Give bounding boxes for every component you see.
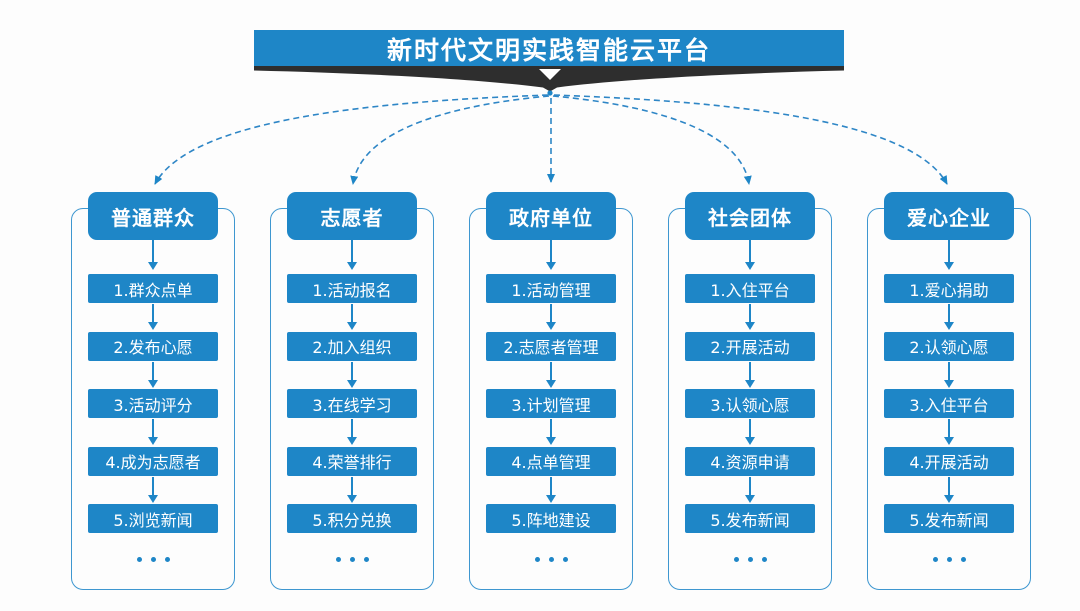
step-box: 3.在线学习 [287, 389, 417, 418]
step-box: 1.活动管理 [486, 274, 616, 303]
down-arrow-icon [745, 361, 755, 388]
down-arrow-icon [745, 304, 755, 330]
step-box: 4.点单管理 [486, 446, 616, 476]
down-arrow-icon [546, 240, 556, 270]
down-arrow-icon [347, 476, 357, 503]
down-arrow-icon [148, 419, 158, 445]
down-arrow-icon [745, 419, 755, 445]
column-government-units: 政府单位 1.活动管理 2.志愿者管理 3.计划管理 4.点单管理 5.阵地建设 [469, 188, 633, 598]
down-arrow-icon [546, 304, 556, 330]
connector-to-column-4 [552, 95, 752, 185]
down-arrow-icon [745, 240, 755, 270]
down-arrow-icon [347, 304, 357, 330]
step-box: 1.入住平台 [685, 274, 815, 303]
down-arrow-icon [944, 304, 954, 330]
ellipsis-icon [668, 557, 832, 562]
column-header: 志愿者 [287, 192, 417, 240]
step-box: 5.阵地建设 [486, 504, 616, 533]
step-box: 1.群众点单 [88, 274, 218, 303]
step-box: 3.活动评分 [88, 389, 218, 418]
banner-tail-shape [254, 66, 844, 92]
step-box: 3.认领心愿 [685, 389, 815, 418]
column-ordinary-people: 普通群众 1.群众点单 2.发布心愿 3.活动评分 4.成为志愿者 5.浏览新闻 [71, 188, 235, 598]
down-arrow-icon [148, 304, 158, 330]
connector-to-column-2 [350, 95, 550, 185]
step-box: 2.发布心愿 [88, 331, 218, 361]
down-arrow-icon [347, 240, 357, 270]
platform-title-banner: 新时代文明实践智能云平台 [254, 30, 844, 67]
down-arrow-icon [745, 476, 755, 503]
connector-to-column-5 [553, 94, 948, 185]
ellipsis-icon [71, 557, 235, 562]
step-box: 1.爱心捐助 [884, 274, 1014, 303]
connector-to-column-1 [154, 94, 549, 185]
down-arrow-icon [546, 419, 556, 445]
down-arrow-icon [347, 419, 357, 445]
column-header: 政府单位 [486, 192, 616, 240]
step-box: 5.发布新闻 [884, 504, 1014, 533]
step-box: 5.浏览新闻 [88, 504, 218, 533]
down-arrow-icon [944, 476, 954, 503]
column-header: 社会团体 [685, 192, 815, 240]
step-box: 4.成为志愿者 [88, 446, 218, 476]
column-header: 普通群众 [88, 192, 218, 240]
down-arrow-icon [347, 361, 357, 388]
column-caring-enterprises: 爱心企业 1.爱心捐助 2.认领心愿 3.入住平台 4.开展活动 5.发布新闻 [867, 188, 1031, 598]
ellipsis-icon [270, 557, 434, 562]
step-box: 4.荣誉排行 [287, 446, 417, 476]
step-box: 1.活动报名 [287, 274, 417, 303]
step-box: 3.计划管理 [486, 389, 616, 418]
step-box: 4.开展活动 [884, 446, 1014, 476]
step-box: 2.开展活动 [685, 331, 815, 361]
down-arrow-icon [148, 240, 158, 270]
down-triangle-icon [539, 69, 561, 80]
step-box: 2.志愿者管理 [486, 331, 616, 361]
down-arrow-icon [944, 419, 954, 445]
step-box: 2.认领心愿 [884, 331, 1014, 361]
down-arrow-icon [944, 240, 954, 270]
down-arrow-icon [148, 361, 158, 388]
down-arrow-icon [546, 476, 556, 503]
column-volunteers: 志愿者 1.活动报名 2.加入组织 3.在线学习 4.荣誉排行 5.积分兑换 [270, 188, 434, 598]
ellipsis-icon [469, 557, 633, 562]
step-box: 3.入住平台 [884, 389, 1014, 418]
down-arrow-icon [546, 361, 556, 388]
column-social-organizations: 社会团体 1.入住平台 2.开展活动 3.认领心愿 4.资源申请 5.发布新闻 [668, 188, 832, 598]
ellipsis-icon [867, 557, 1031, 562]
column-header: 爱心企业 [884, 192, 1014, 240]
down-arrow-icon [148, 476, 158, 503]
step-box: 5.积分兑换 [287, 504, 417, 533]
step-box: 2.加入组织 [287, 331, 417, 361]
down-arrow-icon [944, 361, 954, 388]
step-box: 4.资源申请 [685, 446, 815, 476]
step-box: 5.发布新闻 [685, 504, 815, 533]
